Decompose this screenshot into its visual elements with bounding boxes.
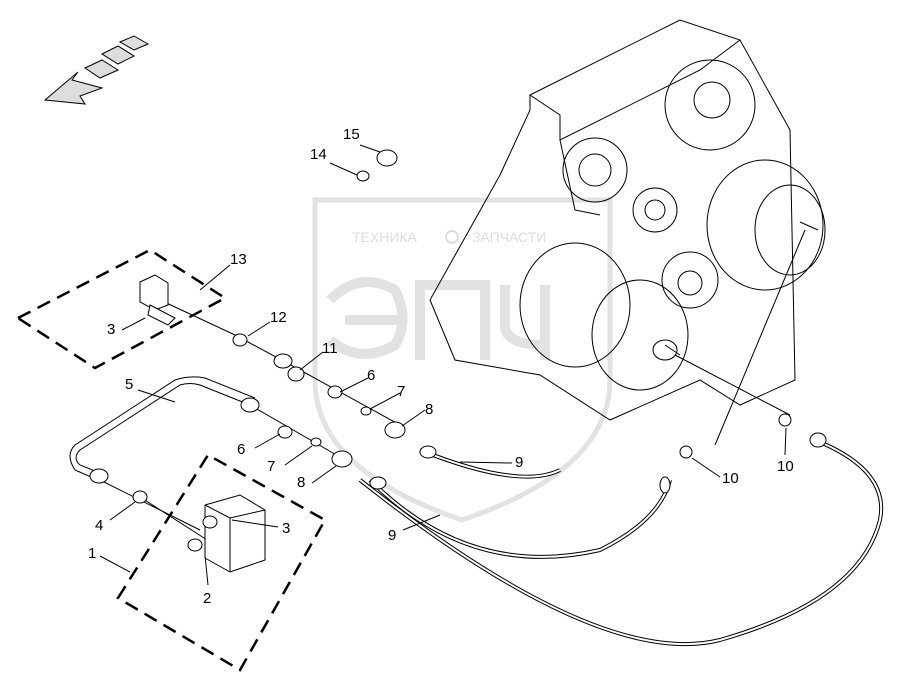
callout-13: 13 xyxy=(230,251,247,268)
watermark-text-left: ТЕХНИКА xyxy=(352,229,418,245)
callout-15: 15 xyxy=(343,126,360,143)
watermark-text-right: ЗАПЧАСТИ xyxy=(472,229,546,245)
callout-1: 1 xyxy=(88,545,96,562)
hydraulic-lines xyxy=(69,229,884,647)
callout-7: 7 xyxy=(267,458,275,475)
callout-14: 14 xyxy=(310,146,327,163)
callout-3: 3 xyxy=(107,321,115,338)
callout-6: 6 xyxy=(237,441,245,458)
assembly-boxes xyxy=(15,248,327,672)
leader-lines xyxy=(99,144,787,586)
callout-2: 2 xyxy=(203,590,211,607)
valve-block xyxy=(187,494,266,573)
fittings xyxy=(89,149,827,504)
watermark: ТЕХНИКА ЗАПЧАСТИ xyxy=(312,197,613,523)
direction-arrow-icon xyxy=(43,35,150,105)
callout-7: 7 xyxy=(397,383,405,400)
callout-11: 11 xyxy=(322,340,338,357)
gear-icon xyxy=(445,230,459,244)
callout-8: 8 xyxy=(425,401,433,418)
callout-5: 5 xyxy=(125,376,133,393)
callout-10: 10 xyxy=(722,470,739,487)
callout-12: 12 xyxy=(270,309,287,326)
callout-4: 4 xyxy=(95,517,103,534)
callout-3: 3 xyxy=(282,520,290,537)
solenoid-valve xyxy=(139,274,176,326)
callout-9: 9 xyxy=(515,454,523,471)
callout-6: 6 xyxy=(367,367,375,384)
callout-8: 8 xyxy=(297,474,305,491)
gearbox-housing xyxy=(429,19,826,421)
callout-10: 10 xyxy=(777,458,794,475)
callout-9: 9 xyxy=(388,527,396,544)
callout-labels: 15 14 13 12 3 11 5 6 7 8 6 7 9 8 10 10 4… xyxy=(88,126,794,607)
